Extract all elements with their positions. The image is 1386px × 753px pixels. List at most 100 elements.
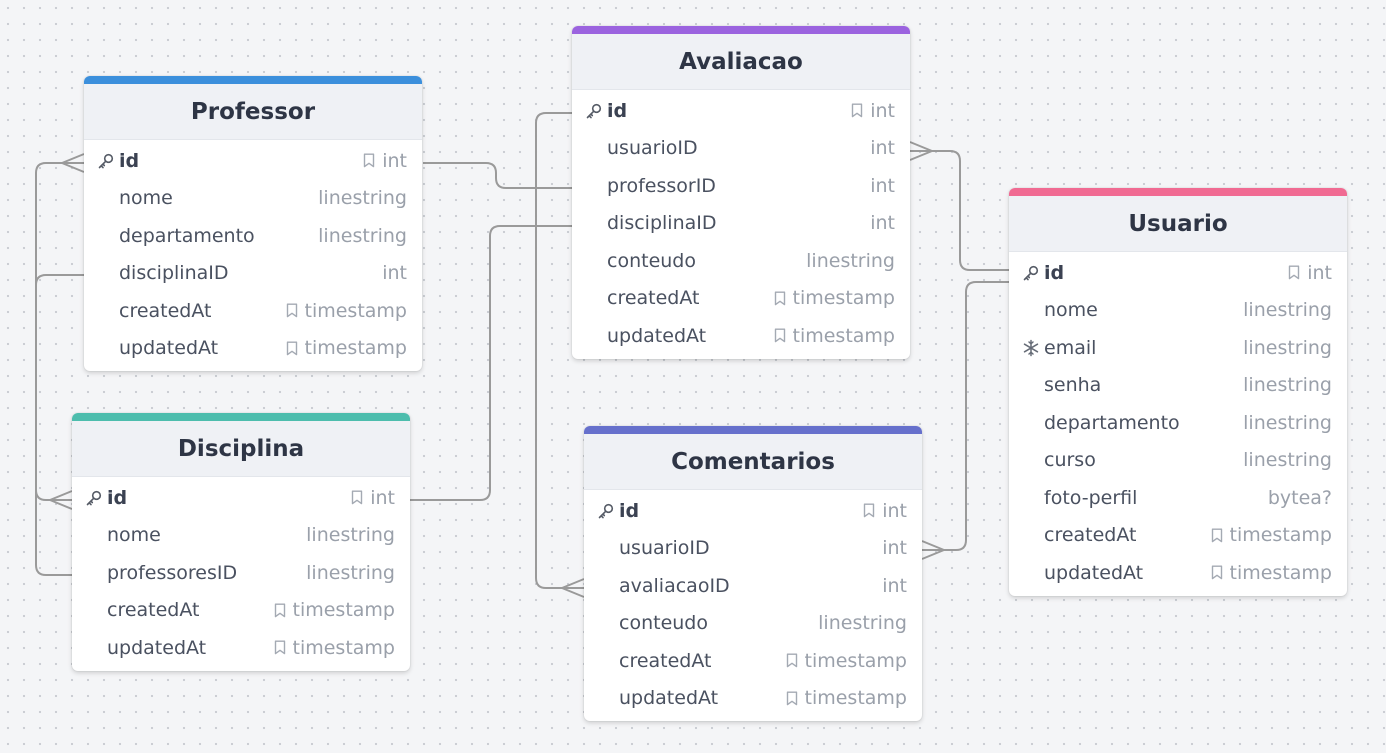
field-type-label: int xyxy=(870,137,895,160)
field-type-label: timestamp xyxy=(304,299,408,322)
field-row-usuarioid[interactable]: usuarioID int xyxy=(572,130,910,168)
field-name: id xyxy=(107,486,128,509)
field-name: updatedAt xyxy=(619,687,719,710)
field-type-label: int xyxy=(870,212,895,235)
crowfoot-disciplina-id xyxy=(49,490,73,510)
field-type-label: int xyxy=(370,486,395,509)
field-row-id[interactable]: id int xyxy=(72,479,410,517)
bookmark-icon xyxy=(352,490,363,505)
field-type: int xyxy=(1288,262,1332,284)
field-name: createdAt xyxy=(1044,524,1137,547)
field-type: int xyxy=(882,537,907,559)
table-title[interactable]: Usuario xyxy=(1009,196,1347,252)
field-name: updatedAt xyxy=(1044,561,1144,584)
field-type-label: linestring xyxy=(806,249,895,272)
field-row-nome[interactable]: nome linestring xyxy=(1009,292,1347,330)
field-type: linestring xyxy=(818,612,907,634)
table-color-bar xyxy=(1009,188,1347,196)
field-type: linestring xyxy=(1243,299,1332,321)
field-type: bytea? xyxy=(1268,487,1332,509)
bookmark-icon xyxy=(286,303,297,318)
field-name: createdAt xyxy=(607,287,700,310)
table-title[interactable]: Disciplina xyxy=(72,421,410,477)
table-title[interactable]: Comentarios xyxy=(584,434,922,490)
field-row-id[interactable]: id int xyxy=(1009,254,1347,292)
field-type-label: int xyxy=(382,149,407,172)
field-row-id[interactable]: id int xyxy=(84,142,422,180)
field-name: departamento xyxy=(119,224,255,247)
table-color-bar xyxy=(572,26,910,34)
bookmark-icon xyxy=(274,640,285,655)
field-row-id[interactable]: id int xyxy=(572,92,910,130)
table-title[interactable]: Avaliacao xyxy=(572,34,910,90)
field-type: timestamp xyxy=(286,337,407,359)
field-name: updatedAt xyxy=(107,636,207,659)
field-row-createdat[interactable]: createdAt timestamp xyxy=(1009,517,1347,555)
crowfoot-comentarios-usuarioid xyxy=(921,540,945,560)
bookmark-icon xyxy=(1211,528,1222,543)
field-name: id xyxy=(619,499,640,522)
field-name: senha xyxy=(1044,374,1102,397)
field-name: professoresID xyxy=(107,561,238,584)
field-type-label: int xyxy=(882,574,907,597)
field-name: curso xyxy=(1044,449,1096,472)
field-row-senha[interactable]: senha linestring xyxy=(1009,367,1347,405)
table-title[interactable]: Professor xyxy=(84,84,422,140)
field-row-updatedat[interactable]: updatedAt timestamp xyxy=(72,629,410,667)
field-type-label: timestamp xyxy=(292,636,396,659)
field-type: linestring xyxy=(318,187,407,209)
field-type: int xyxy=(851,100,895,122)
field-name: usuarioID xyxy=(607,137,698,160)
field-name: professorID xyxy=(607,174,716,197)
field-name: id xyxy=(1044,261,1065,284)
field-row-curso[interactable]: curso linestring xyxy=(1009,442,1347,480)
field-type: timestamp xyxy=(286,299,408,322)
field-type: linestring xyxy=(1243,449,1332,471)
field-type: int xyxy=(863,500,907,522)
edge-usuario-id-to-comentarios-usuarioid xyxy=(922,281,1009,551)
primary-key-icon xyxy=(86,490,102,506)
field-type-label: int xyxy=(882,499,907,522)
field-type: timestamp xyxy=(1211,524,1332,546)
field-name: id xyxy=(607,99,628,122)
field-name: id xyxy=(119,149,140,172)
field-name: email xyxy=(1044,336,1097,359)
table-color-bar xyxy=(584,426,922,434)
field-type: linestring xyxy=(1243,412,1332,434)
bookmark-icon xyxy=(774,328,785,343)
field-row-id[interactable]: id int xyxy=(584,492,922,530)
field-type: int xyxy=(870,137,895,159)
field-name: nome xyxy=(1044,299,1098,322)
field-type: linestring xyxy=(1243,374,1332,396)
